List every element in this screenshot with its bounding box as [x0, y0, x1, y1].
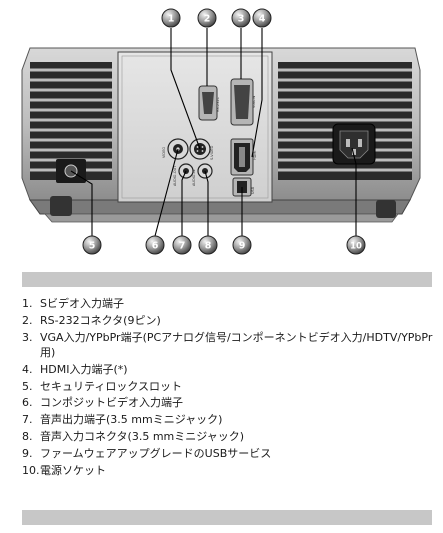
legend-item-2: 2.RS-232コネクタ(9ピン)	[22, 313, 161, 327]
legend-item-10: 10.電源ソケット	[22, 463, 106, 477]
svg-text:6: 6	[152, 241, 159, 252]
legend-item-7: 7.音声出力端子(3.5 mmミニジャック)	[22, 413, 223, 427]
rs232-port: RS-232C	[198, 85, 220, 121]
usb-label: USB	[251, 186, 255, 194]
callout-10: 10	[346, 235, 366, 255]
callout-5: 5	[82, 235, 102, 255]
svg-text:7: 7	[179, 241, 186, 252]
callout-7: 7	[172, 235, 192, 255]
svg-text:10: 10	[350, 242, 362, 252]
legend-item-6: 6.コンポジットビデオ入力端子	[22, 396, 183, 410]
hdmi-label: HDMI	[253, 151, 257, 160]
power-socket	[332, 123, 376, 165]
legend-item-4: 4.HDMI入力端子(*)	[22, 362, 128, 376]
right-foot	[376, 200, 396, 218]
video-label: VIDEO	[162, 147, 166, 158]
callout-3: 3	[231, 8, 251, 28]
legend-item-3: 3.VGA入力/YPbPr端子(PCアナログ信号/コンポーネントビデオ入力/HD…	[22, 330, 433, 360]
svg-text:5: 5	[89, 241, 96, 252]
legend-item-9: 9.ファームウェアアップグレードのUSBサービス	[22, 446, 272, 460]
connector-legend-list: 1.Sビデオ入力端子 2.RS-232コネクタ(9ピン) 3.VGA入力/YPb…	[22, 296, 434, 479]
composite-video-port: VIDEO	[162, 138, 189, 160]
audio-in-label: AUDIO-IN	[192, 169, 196, 186]
projector-rear-panel-illustration: RS-232C VGA-IN S-VIDEO VIDEO AUDIO-OUT A…	[0, 0, 443, 262]
audio-out-label: AUDIO-OUT	[173, 165, 177, 186]
callout-1: 1	[161, 8, 181, 28]
s-video-label: S-VIDEO	[210, 145, 214, 160]
svg-text:2: 2	[204, 14, 211, 25]
svg-text:3: 3	[238, 14, 245, 25]
rs232-label: RS-232C	[216, 96, 220, 112]
section-divider-bottom	[22, 510, 432, 525]
hdmi-port: HDMI	[230, 138, 257, 176]
callout-4: 4	[252, 8, 272, 28]
svg-text:8: 8	[205, 241, 212, 252]
svg-text:4: 4	[259, 14, 266, 25]
callout-8: 8	[198, 235, 218, 255]
callout-6: 6	[145, 235, 165, 255]
svg-text:9: 9	[239, 241, 246, 252]
callout-9: 9	[232, 235, 252, 255]
s-video-port: S-VIDEO	[189, 138, 214, 160]
connector-panel	[117, 51, 273, 203]
vga-label: VGA-IN	[252, 95, 256, 108]
vga-port: VGA-IN	[230, 78, 256, 126]
legend-item-5: 5.セキュリティロックスロット	[22, 379, 183, 393]
callout-2: 2	[197, 8, 217, 28]
section-divider-top	[22, 272, 432, 287]
left-foot	[50, 196, 72, 216]
leader-lines	[70, 28, 357, 237]
legend-item-8: 8.音声入力コネクタ(3.5 mmミニジャック)	[22, 430, 245, 444]
legend-item-1: 1.Sビデオ入力端子	[22, 297, 124, 310]
svg-text:1: 1	[168, 14, 175, 25]
